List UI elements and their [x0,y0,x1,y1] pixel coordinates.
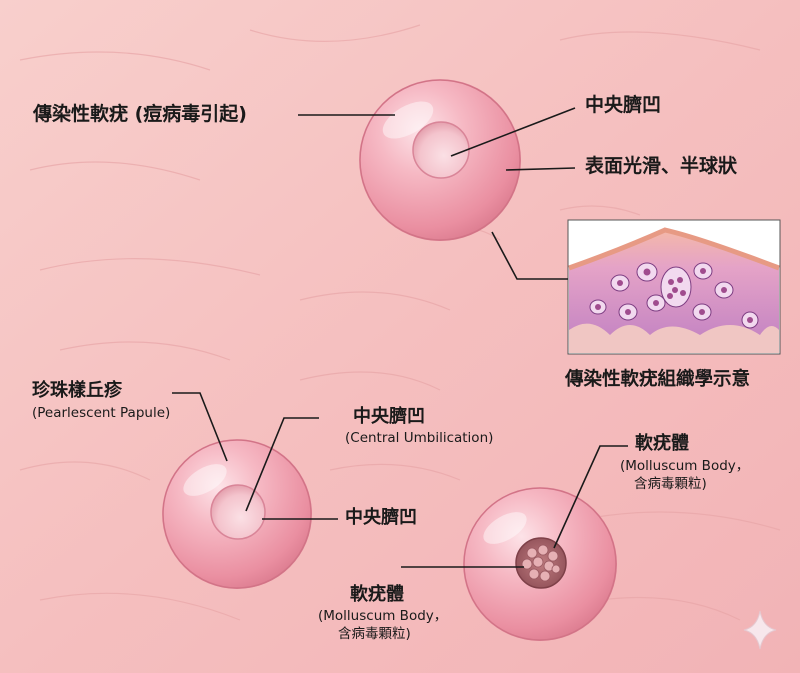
top-umbilication-label: 中央臍凹 [585,94,662,116]
surface-label: 表面光滑、半球狀 [585,155,738,177]
histology-caption: 傳染性軟疣組織學示意 [565,369,751,390]
molluscum-body-left-title: 軟疣體 [350,584,404,605]
papule-subtitle: (Pearlescent Papule) [32,405,171,421]
molluscum-body-right-sub2: 含病毒顆粒) [634,476,707,492]
top-umbilication [412,121,470,179]
disease-label: 傳染性軟疣 (痘病毒引起) [33,103,247,125]
sparkle-icon [743,610,777,650]
molluscum-body-right-title: 軟疣體 [635,433,689,454]
leader-lines [172,107,628,568]
papule-lesion [162,439,312,589]
umbilication-short-label: 中央臍凹 [345,507,417,528]
papule-title: 珍珠樣丘疹 [32,380,122,401]
top-lesion [359,79,521,241]
papule-umbilication [210,484,266,540]
molluscum-body-left-sub2: 含病毒顆粒) [338,626,411,642]
molluscum-body [521,544,561,582]
molluscum-body-left-sub1: (Molluscum Body， [318,608,448,624]
molluscum-lesion [463,487,617,641]
histology-inset [567,219,781,355]
central-umbilication-subtitle: (Central Umbilication) [345,430,494,446]
molluscum-body-right-sub1: (Molluscum Body， [620,458,750,474]
central-umbilication-title: 中央臍凹 [353,406,425,427]
